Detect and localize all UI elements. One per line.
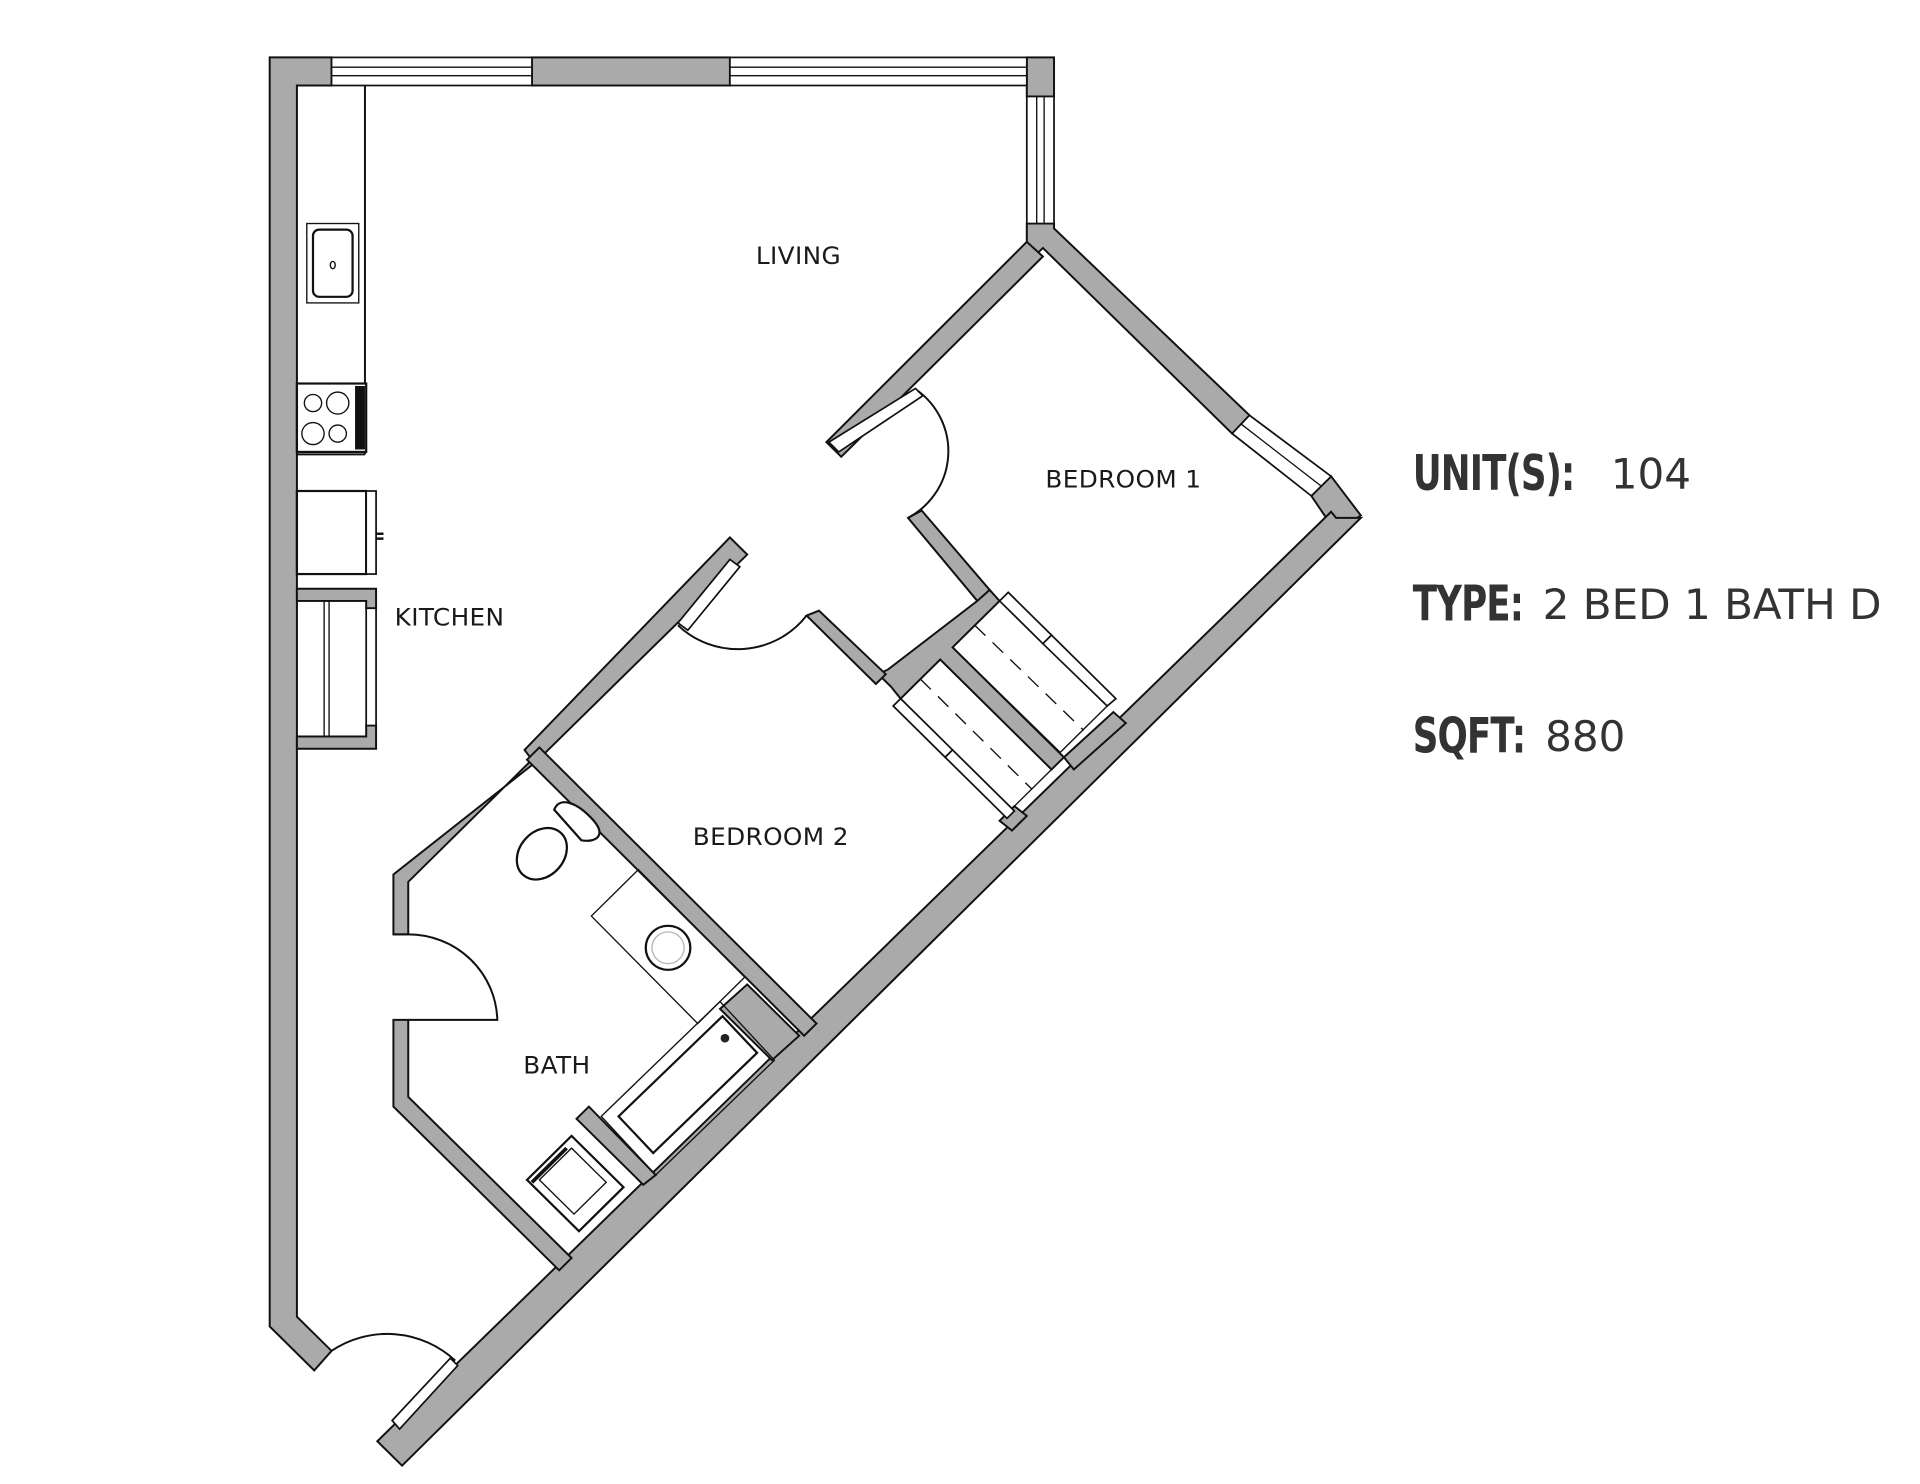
room-label-bedroom1: BEDROOM 1: [1045, 464, 1201, 493]
washer-dryer-icon: [525, 1134, 626, 1233]
window-living-right: [1025, 95, 1055, 225]
unit-value: 104: [1611, 450, 1691, 499]
bath-bedroom2-wall: [525, 746, 818, 1038]
bedroom2-door[interactable]: [676, 558, 808, 651]
kitchen: [295, 85, 384, 750]
kitchen-sink-icon: [306, 222, 360, 304]
unit-label: UNIT(S):: [1413, 445, 1575, 502]
stove-icon: [295, 382, 368, 454]
bedroom1-door[interactable]: [827, 387, 950, 519]
room-label-kitchen: KITCHEN: [395, 603, 505, 632]
bedroom2-closet[interactable]: [891, 658, 1053, 820]
vanity-sink-icon: [590, 868, 746, 1025]
bathtub-icon: [600, 1000, 776, 1176]
diagonal-exterior-wall: [375, 510, 1364, 1468]
window-bedroom1: [1230, 414, 1333, 498]
top-wall-segment: [530, 56, 731, 87]
windows: [330, 56, 1333, 498]
toilet-icon: [515, 801, 601, 881]
pantry-closet: [296, 600, 377, 738]
sqft-value: 880: [1545, 712, 1625, 761]
window-top-right: [729, 56, 1028, 87]
sqft-label: SQFT:: [1413, 708, 1525, 765]
top-right-corner-wall: [1025, 56, 1056, 98]
room-labels: LIVING KITCHEN BEDROOM 1 BEDROOM 2 BATH: [395, 241, 1201, 1080]
closet-walls: [876, 588, 1066, 771]
bedroom1-closet[interactable]: [951, 591, 1118, 754]
bedroom2-living-wall: [804, 609, 888, 686]
bath-block-wall: [718, 983, 801, 1062]
bath-door[interactable]: [393, 933, 499, 1021]
unit-info: UNIT(S): 104 TYPE: 2 BED 1 BATH D SQFT: …: [1413, 445, 1882, 765]
refrigerator-icon: [295, 489, 384, 576]
pantry-wall: [295, 587, 378, 610]
room-label-bedroom2: BEDROOM 2: [693, 822, 849, 851]
room-label-bath: BATH: [523, 1051, 590, 1080]
bath-fixtures: [515, 801, 776, 1233]
closets: [891, 591, 1118, 820]
type-value: 2 BED 1 BATH D: [1543, 580, 1882, 629]
type-label: TYPE:: [1413, 576, 1523, 633]
window-top-left: [330, 56, 533, 87]
interior-walls: [392, 240, 1128, 1272]
room-label-living: LIVING: [756, 241, 841, 270]
bedroom1-upper-wall: [824, 240, 1045, 459]
doors: [330, 387, 950, 1431]
bedroom1-lower-wall: [906, 509, 992, 603]
entry-door[interactable]: [330, 1333, 459, 1431]
bedroom1-exterior-wall: [1025, 222, 1251, 436]
bedroom2-upper-wall: [392, 536, 749, 936]
